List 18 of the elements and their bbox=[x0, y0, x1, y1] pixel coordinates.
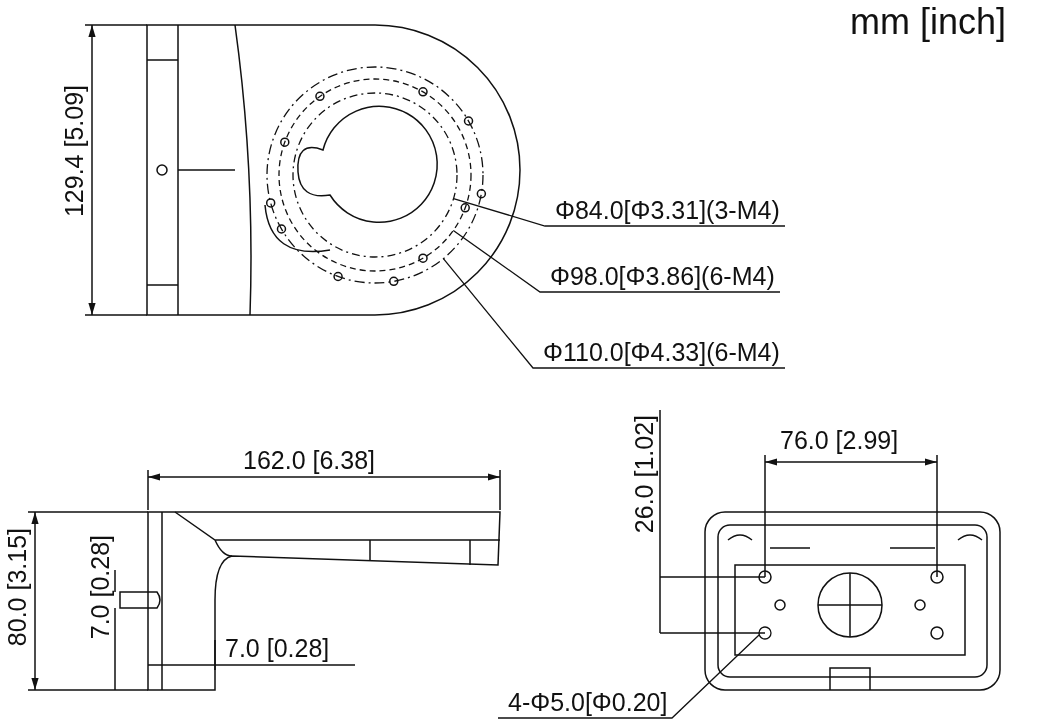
mounting-hole bbox=[758, 626, 772, 640]
leader-line bbox=[497, 634, 760, 719]
dimension-text: 162.0 [6.38] bbox=[243, 448, 376, 473]
callout-text: Φ84.0[Φ3.31](3-M4) bbox=[555, 198, 780, 223]
dimension-text: 76.0 [2.99] bbox=[780, 428, 899, 453]
dimension-text: 7.0 [0.28] bbox=[88, 535, 113, 640]
leader-line bbox=[442, 257, 786, 369]
leader-line bbox=[452, 229, 781, 293]
callout-text: Φ110.0[Φ4.33](6-M4) bbox=[543, 340, 780, 365]
dimension-text: 80.0 [3.15] bbox=[5, 528, 30, 647]
leader-line bbox=[452, 197, 786, 227]
unit-note: mm [inch] bbox=[850, 4, 1007, 40]
dimension-text: 129.4 [5.09] bbox=[62, 85, 87, 218]
callout-text: 4-Φ5.0[Φ0.20] bbox=[508, 690, 668, 715]
callout-text: Φ98.0[Φ3.86](6-M4) bbox=[550, 264, 775, 289]
bolt-circle bbox=[266, 66, 484, 284]
dimension-text: 26.0 [1.02] bbox=[632, 415, 657, 534]
dimension-text: 7.0 [0.28] bbox=[225, 636, 330, 661]
